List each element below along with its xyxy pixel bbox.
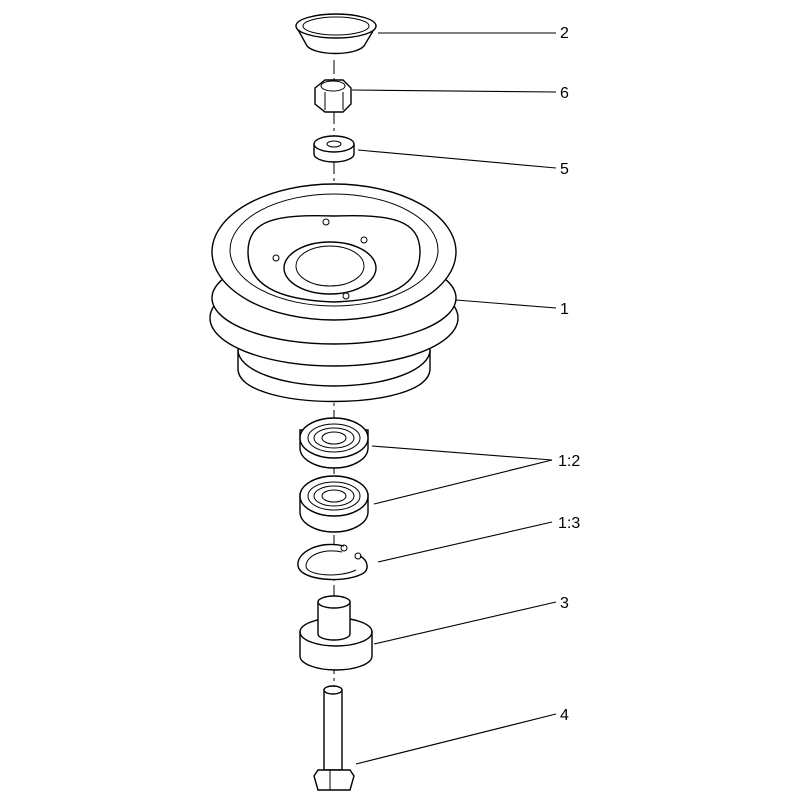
leader-line-3: [373, 601, 557, 645]
bearing-lower-part: [299, 475, 369, 533]
callout-5: 5: [560, 161, 569, 178]
callout-1: 1: [560, 301, 569, 318]
leader-line-1-2-upper: [371, 445, 553, 461]
pulley-part: [209, 183, 459, 403]
leader-line-1: [455, 299, 557, 309]
hex-nut-part: [314, 79, 352, 113]
dust-cap-part: [295, 13, 377, 55]
leader-line-4: [355, 713, 557, 765]
callout-6: 6: [560, 85, 569, 102]
bearing-upper-part: [299, 417, 369, 469]
callout-3: 3: [560, 595, 569, 612]
callout-4: 4: [560, 707, 569, 724]
spindle-hub-part: [299, 595, 373, 671]
leader-line-1-2-lower: [373, 459, 553, 505]
bolt-part: [313, 685, 355, 791]
leader-line-6: [351, 89, 557, 93]
retaining-ring-part: [297, 543, 368, 581]
callout-2: 2: [560, 25, 569, 42]
leader-line-5: [357, 149, 557, 169]
washer-part: [313, 135, 355, 163]
callout-1-3: 1:3: [558, 515, 580, 532]
callout-1-2: 1:2: [558, 453, 580, 470]
leader-line-1-3: [377, 521, 553, 563]
